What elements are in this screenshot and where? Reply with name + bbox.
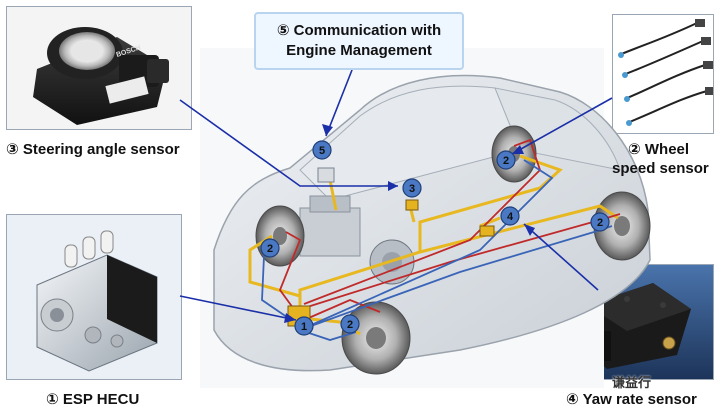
leader-arrowheads (284, 124, 535, 323)
leader-lines (179, 69, 613, 321)
steering-angle-sensor-photo: BOSCH (6, 6, 192, 130)
marker-1-text: 1 (301, 321, 307, 333)
steering-sensor-in-car (405, 199, 419, 211)
watermark-text: 谦益行 (612, 375, 652, 390)
yaw-sensor-in-car (479, 225, 495, 237)
engine-management-module (317, 167, 335, 183)
marker-2-front-bottom: 2 (340, 314, 360, 334)
marker-2-rear-right-text: 2 (597, 217, 603, 229)
marker-4-text: 4 (507, 211, 514, 223)
yaw-rate-sensor-label: ④ Yaw rate sensor (566, 391, 697, 408)
communication-label-line1: ⑤ Communication with (276, 22, 442, 39)
wheel-speed-sensor-label-line2: speed sensor (612, 160, 709, 177)
steering-angle-sensor-label: ③ Steering angle sensor (6, 141, 180, 158)
leader-line-yaw (523, 223, 599, 291)
leader-line-communication (325, 69, 353, 137)
marker-5: 5 (312, 140, 332, 160)
marker-1: 1 (294, 316, 314, 336)
marker-2-rear-top: 2 (496, 150, 516, 170)
leader-line-wheel-speed (511, 97, 613, 155)
marker-2-front-left: 2 (260, 238, 280, 258)
engine-block (299, 207, 361, 257)
esp-hecu-photo (6, 214, 182, 380)
engine-top (309, 195, 351, 213)
front-right-hub (366, 327, 386, 349)
marker-2-front-bottom-text: 2 (347, 319, 353, 331)
marker-3-text: 3 (409, 183, 415, 195)
marker-2-rear-top-text: 2 (503, 155, 509, 167)
marker-3: 3 (402, 178, 422, 198)
wheel-speed-sensor-photo (612, 14, 714, 134)
leader-line-hecu (179, 295, 297, 321)
esp-hecu-label: ① ESP HECU (46, 391, 140, 408)
communication-label-line2: Engine Management (286, 42, 432, 59)
communication-callout: ⑤ Communication with Engine Management (254, 12, 464, 70)
leader-line-steering (179, 99, 398, 187)
rear-right-hub (614, 216, 630, 236)
marker-2-rear-right: 2 (590, 212, 610, 232)
wheel-speed-sensor-label-line1: ② Wheel (628, 141, 690, 158)
marker-5-text: 5 (319, 145, 325, 157)
front-left-hub (273, 227, 287, 245)
marker-4: 4 (500, 206, 520, 226)
marker-2-front-left-text: 2 (267, 243, 273, 255)
